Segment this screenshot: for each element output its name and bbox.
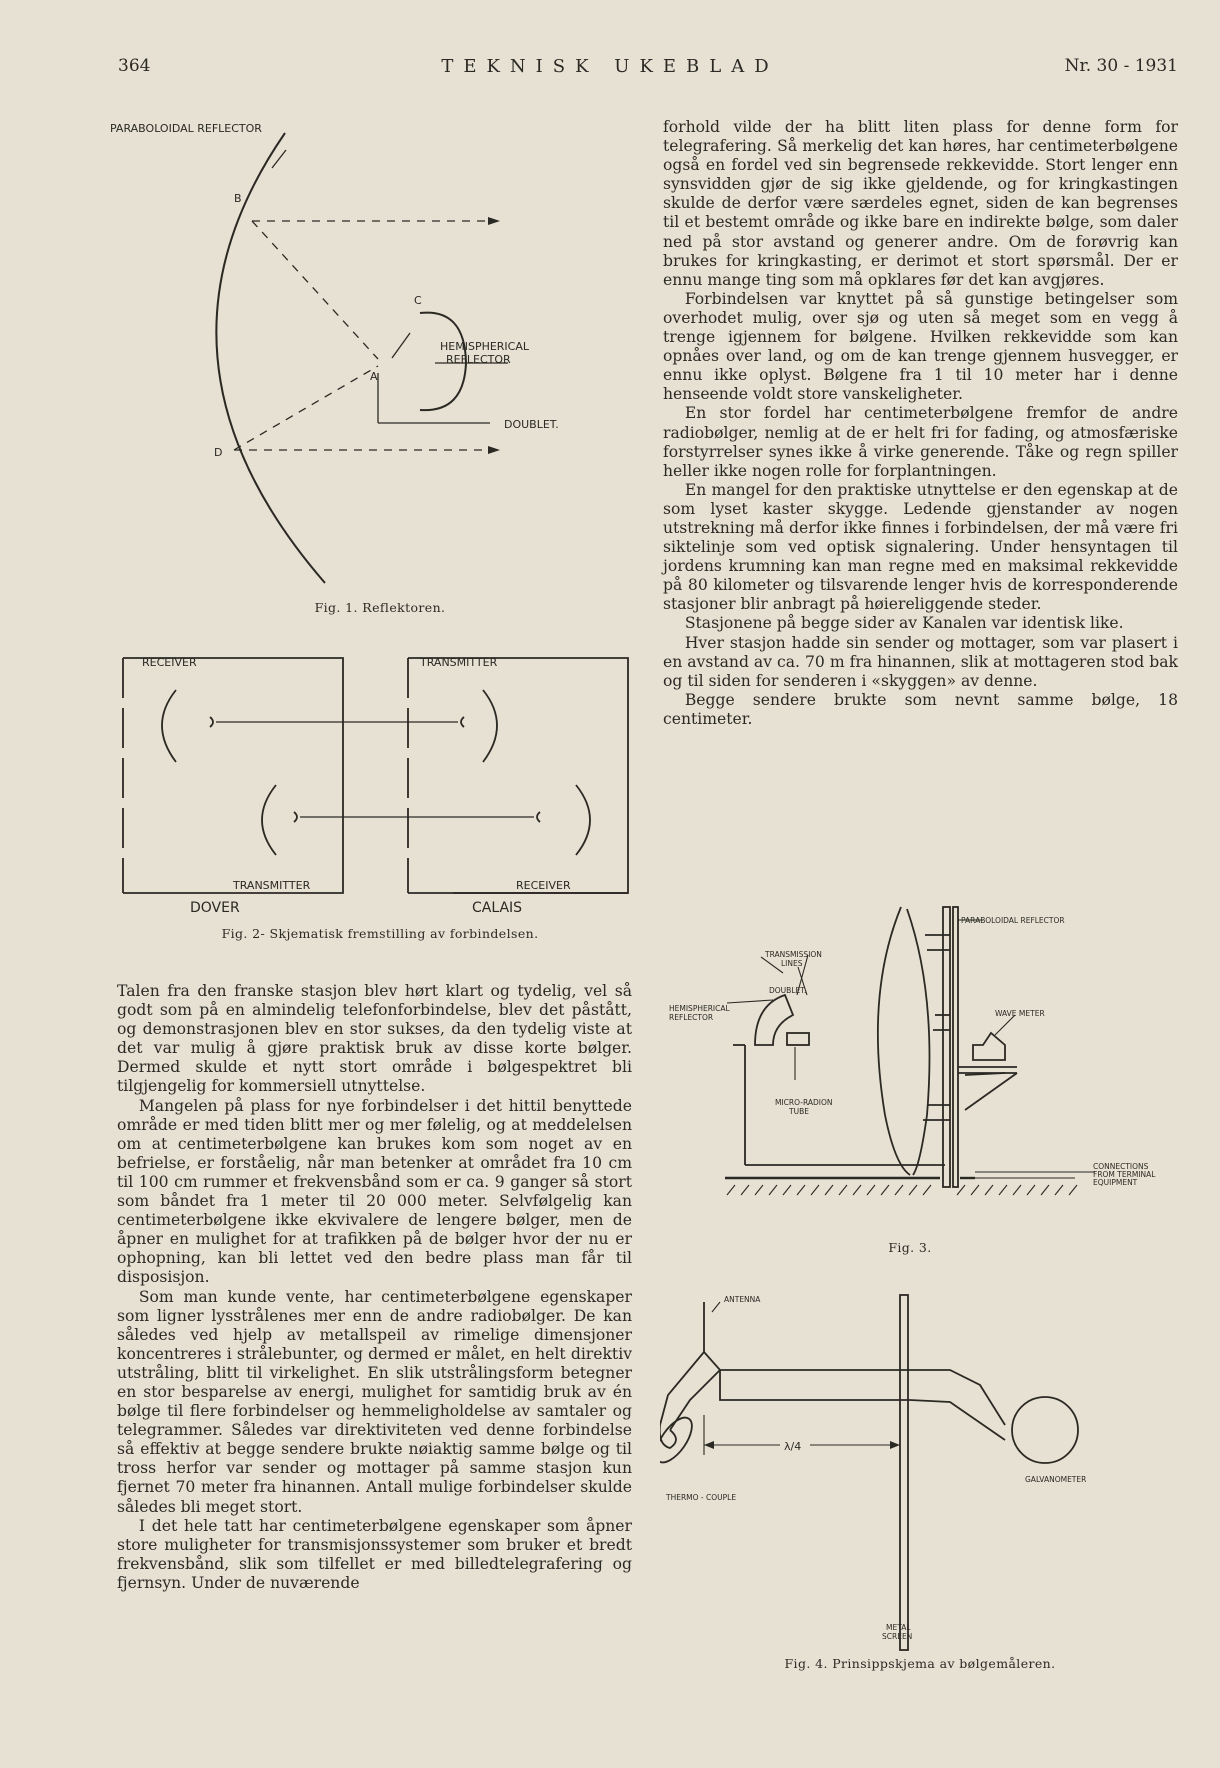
thermo-couple <box>660 1416 693 1464</box>
paragraph: En stor fordel har centimeterbølgene fre… <box>663 404 1178 480</box>
fig3-lines-label: LINES <box>781 959 803 968</box>
paragraph: Mangelen på plass for nye forbindelser i… <box>117 1096 632 1287</box>
reflector-diagram: PARABOLOIDAL REFLECTOR B C A D HEMISPHER… <box>110 122 559 584</box>
galvanometer-dial <box>1011 1396 1079 1464</box>
hemispherical-reflector <box>754 993 795 1046</box>
paraboloid-dish <box>876 906 911 1176</box>
text-column-left: Talen fra den franske stasjon blev hørt … <box>117 982 632 1593</box>
fig2-caption: Fig. 2- Skjematisk fremstilling av forbi… <box>221 926 539 941</box>
fig4-thermo-couple-label: THERMO - COUPLE <box>665 1493 736 1502</box>
figure-3: PARABOLOIDAL REFLECTOR TRANSMISSION LINE… <box>665 895 1185 1225</box>
fig2-transmitter-calais: TRANSMITTER <box>419 656 498 669</box>
fig2-dover-label: DOVER <box>190 900 240 916</box>
fig1-caption: Fig. 1. Reflektoren. <box>314 600 446 615</box>
mast <box>942 906 951 1188</box>
feed-line-upper <box>703 1351 1006 1426</box>
paraboloid-curve <box>215 132 326 584</box>
fig1-point-b: B <box>234 192 242 205</box>
arrow-head <box>488 446 500 454</box>
issue-number: Nr. 30 - 1931 <box>1064 56 1178 76</box>
paragraph: forhold vilde der ha blitt liten plass f… <box>663 118 1178 289</box>
text-column-right: forhold vilde der ha blitt liten plass f… <box>663 118 1178 729</box>
fig1-doublet-label: DOUBLET. <box>504 418 559 431</box>
paragraph: Som man kunde vente, har centimeterbølge… <box>117 1287 632 1516</box>
journal-title: TEKNISK UKEBLAD <box>441 56 779 77</box>
fig1-point-a: A <box>370 370 378 383</box>
paragraph: Forbindelsen var knyttet på så gunstige … <box>663 289 1178 404</box>
fig1-point-c: C <box>414 294 422 307</box>
fig2-receiver-dover: RECEIVER <box>142 656 197 669</box>
wave-meter-box <box>972 1031 1006 1061</box>
fig4-screen-label: SCREEN <box>882 1632 912 1641</box>
fig4-antenna-label: ANTENNA <box>724 1295 761 1304</box>
fig3-from-terminal-label: FROM TERMINAL <box>1093 1170 1156 1179</box>
fig1-hemispherical-label: HEMISPHERICAL <box>440 340 530 353</box>
paragraph: En mangel for den praktiske utnyttelse e… <box>663 480 1178 614</box>
fig3-doublet-label: DOUBLET. <box>769 986 806 995</box>
fig3-tube-label: TUBE <box>788 1107 809 1116</box>
fig2-calais-label: CALAIS <box>472 900 522 916</box>
dover-box <box>123 657 344 894</box>
paragraph: Talen fra den franske stasjon blev hørt … <box>117 982 632 1096</box>
fig3-caption: Fig. 3. <box>888 1240 932 1255</box>
fig3-micro-radion-label: MICRO-RADION <box>775 1098 833 1107</box>
fig3-reflector-label: REFLECTOR <box>669 1013 713 1022</box>
apparatus-drawing: PARABOLOIDAL REFLECTOR TRANSMISSION LINE… <box>669 906 1156 1196</box>
fig1-point-d: D <box>214 446 222 459</box>
fig3-hemispherical-label: HEMISPHERICAL <box>669 1004 731 1013</box>
fig2-receiver-calais: RECEIVER <box>516 879 571 892</box>
paragraph: Begge sendere brukte som nevnt samme bøl… <box>663 690 1178 728</box>
arrow-head <box>488 217 500 225</box>
paragraph: I det hele tatt har centimeterbølgene eg… <box>117 1516 632 1592</box>
fig1-paraboloidal-label: PARABOLOIDAL REFLECTOR <box>110 122 262 135</box>
fig3-transmission-label: TRANSMISSION <box>764 950 822 959</box>
metal-screen <box>899 1294 909 1651</box>
link-schematic: RECEIVER TRANSMITTER TRANSMITTER RECEIVE… <box>122 656 629 916</box>
figure-1: PARABOLOIDAL REFLECTOR B C A D HEMISPHER… <box>110 118 640 588</box>
fig3-connections-label: CONNECTIONS <box>1093 1162 1149 1171</box>
fig3-paraboloidal-label: PARABOLOIDAL REFLECTOR <box>961 916 1065 925</box>
wave-meter-schematic: ANTENNA λ/4 GALVANOMETER THERMO - COUPLE… <box>660 1294 1086 1651</box>
paragraph: Hver stasjon hadde sin sender og mottage… <box>663 633 1178 690</box>
fig4-caption: Fig. 4. Prinsippskjema av bølgemåleren. <box>784 1656 1056 1671</box>
figure-4: ANTENNA λ/4 GALVANOMETER THERMO - COUPLE… <box>660 1290 1185 1660</box>
paragraph: Stasjonene på begge sider av Kanalen var… <box>684 614 1124 633</box>
fig1-reflector-label: REFLECTOR <box>446 353 511 366</box>
fig4-lambda-label: λ/4 <box>784 1440 801 1453</box>
figure-2: RECEIVER TRANSMITTER TRANSMITTER RECEIVE… <box>118 650 638 920</box>
fig4-galvanometer-label: GALVANOMETER <box>1025 1475 1086 1484</box>
page-number: 364 <box>118 56 151 76</box>
calais-box <box>408 657 629 894</box>
fig3-wave-meter-label: WAVE METER <box>995 1009 1045 1018</box>
fig4-metal-label: METAL <box>886 1623 911 1632</box>
fig3-equipment-label: EQUIPMENT <box>1093 1178 1138 1187</box>
fig2-transmitter-dover: TRANSMITTER <box>232 879 311 892</box>
